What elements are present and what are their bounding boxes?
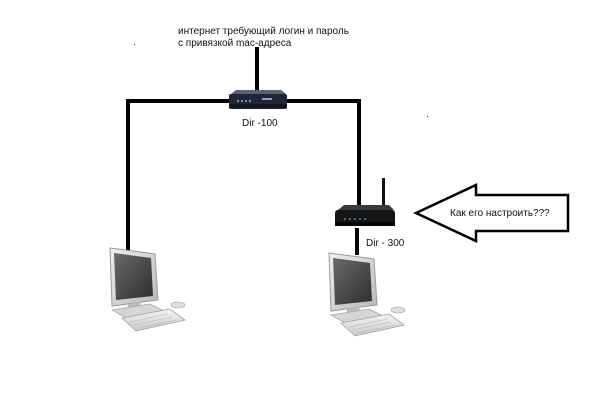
computer-icon [109, 247, 186, 332]
internet-note-line1: интернет требующий логин и пароль [178, 26, 349, 37]
arrow-left-icon [413, 183, 570, 243]
router-main-label: Dir -100 [242, 118, 278, 129]
speck [134, 44, 135, 45]
cable-to-left-computer [126, 99, 234, 252]
question-text: Как его настроить??? [450, 208, 550, 219]
cable-to-second-router [282, 99, 361, 209]
computer-icon [328, 252, 406, 337]
speck [427, 116, 428, 117]
router-icon [229, 90, 287, 109]
network-cables [126, 47, 361, 255]
router-second-label: Dir - 300 [366, 238, 405, 249]
wireless-router-icon [335, 178, 395, 226]
internet-note-line2: с привязкой mac-адреса [178, 38, 292, 49]
